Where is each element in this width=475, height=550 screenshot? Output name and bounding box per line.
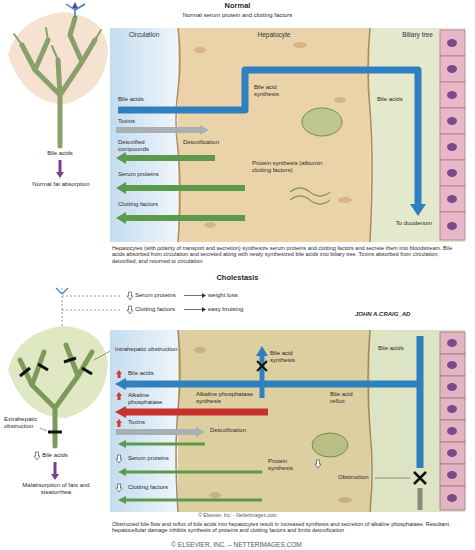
callout-label: Obstruction bbox=[338, 474, 374, 481]
substance-label: Bile acids bbox=[378, 345, 414, 352]
substance-label: Detoxified compounds bbox=[118, 139, 176, 153]
process-label: Alkaline phosphatase synthesis bbox=[196, 391, 256, 405]
panel-subtitle: Normal serum protein and clotting factor… bbox=[120, 12, 355, 19]
organ-label: Malabsorption of fats and steatorrhea bbox=[18, 482, 94, 496]
caption-text: Obstructed bile flow and reflux of bile … bbox=[112, 521, 465, 534]
substance-label: Serum proteins bbox=[128, 455, 176, 462]
artist-signature: JOHN A.CRAIG_AD bbox=[355, 311, 435, 318]
substance-label: Clotting factors bbox=[135, 306, 183, 313]
process-label: Detoxification bbox=[183, 139, 238, 146]
substance-label: Toxins bbox=[128, 419, 176, 426]
effect-label: easy bruising bbox=[208, 306, 268, 313]
process-label: Protein synthesis (albumin clotting fact… bbox=[252, 160, 332, 174]
substance-label: Bile acids bbox=[118, 96, 176, 103]
watermark: © ELSEVIER, INC. – NETTERIMAGES.COM bbox=[0, 541, 474, 548]
process-label: Bile acid synthesis bbox=[254, 84, 302, 98]
tissue-band: Biliary tree bbox=[370, 28, 465, 242]
callout-label: Extrahepatic obstruction bbox=[4, 416, 48, 430]
process-label: Protein synthesis bbox=[268, 458, 313, 472]
organ-label: Bile acids bbox=[30, 150, 90, 157]
substance-label: Serum proteins bbox=[135, 292, 183, 299]
substance-label: Clotting factors bbox=[118, 201, 176, 208]
organ-label: Normal fat absorption bbox=[15, 181, 107, 188]
substance-label: Toxins bbox=[118, 118, 176, 125]
substance-label: Bile acids bbox=[128, 370, 176, 377]
substance-label: Clotting factors bbox=[128, 484, 176, 491]
callout-label: Intrahepatic obstruction bbox=[115, 346, 215, 353]
panel-title: Cholestasis bbox=[170, 274, 305, 283]
band-heading: Circulation bbox=[110, 28, 178, 38]
substance-label: Bile acids bbox=[377, 96, 415, 103]
panel-title: Normal bbox=[180, 2, 295, 11]
caption-text: Hepatocytes (with polarity of transport … bbox=[112, 245, 465, 264]
process-label: Detoxification bbox=[210, 427, 260, 434]
organ-label: Bile acids bbox=[30, 452, 80, 459]
tissue-band: Circulation bbox=[110, 28, 178, 242]
band-heading: Hepatocyte bbox=[178, 28, 370, 38]
substance-label: Serum proteins bbox=[118, 171, 176, 178]
direction-label: To duodenum bbox=[388, 220, 440, 227]
effect-label: weight loss bbox=[208, 292, 268, 299]
band-heading: Biliary tree bbox=[370, 28, 465, 38]
process-label: Bile acid reflux bbox=[330, 391, 366, 405]
process-label: Bile acid synthesis bbox=[270, 350, 316, 364]
watermark: © Elsevier, Inc. - Netterimages.com bbox=[150, 513, 325, 519]
tissue-band: Hepatocyte bbox=[178, 28, 370, 242]
substance-label: Alkaline phosphatase bbox=[128, 392, 176, 406]
